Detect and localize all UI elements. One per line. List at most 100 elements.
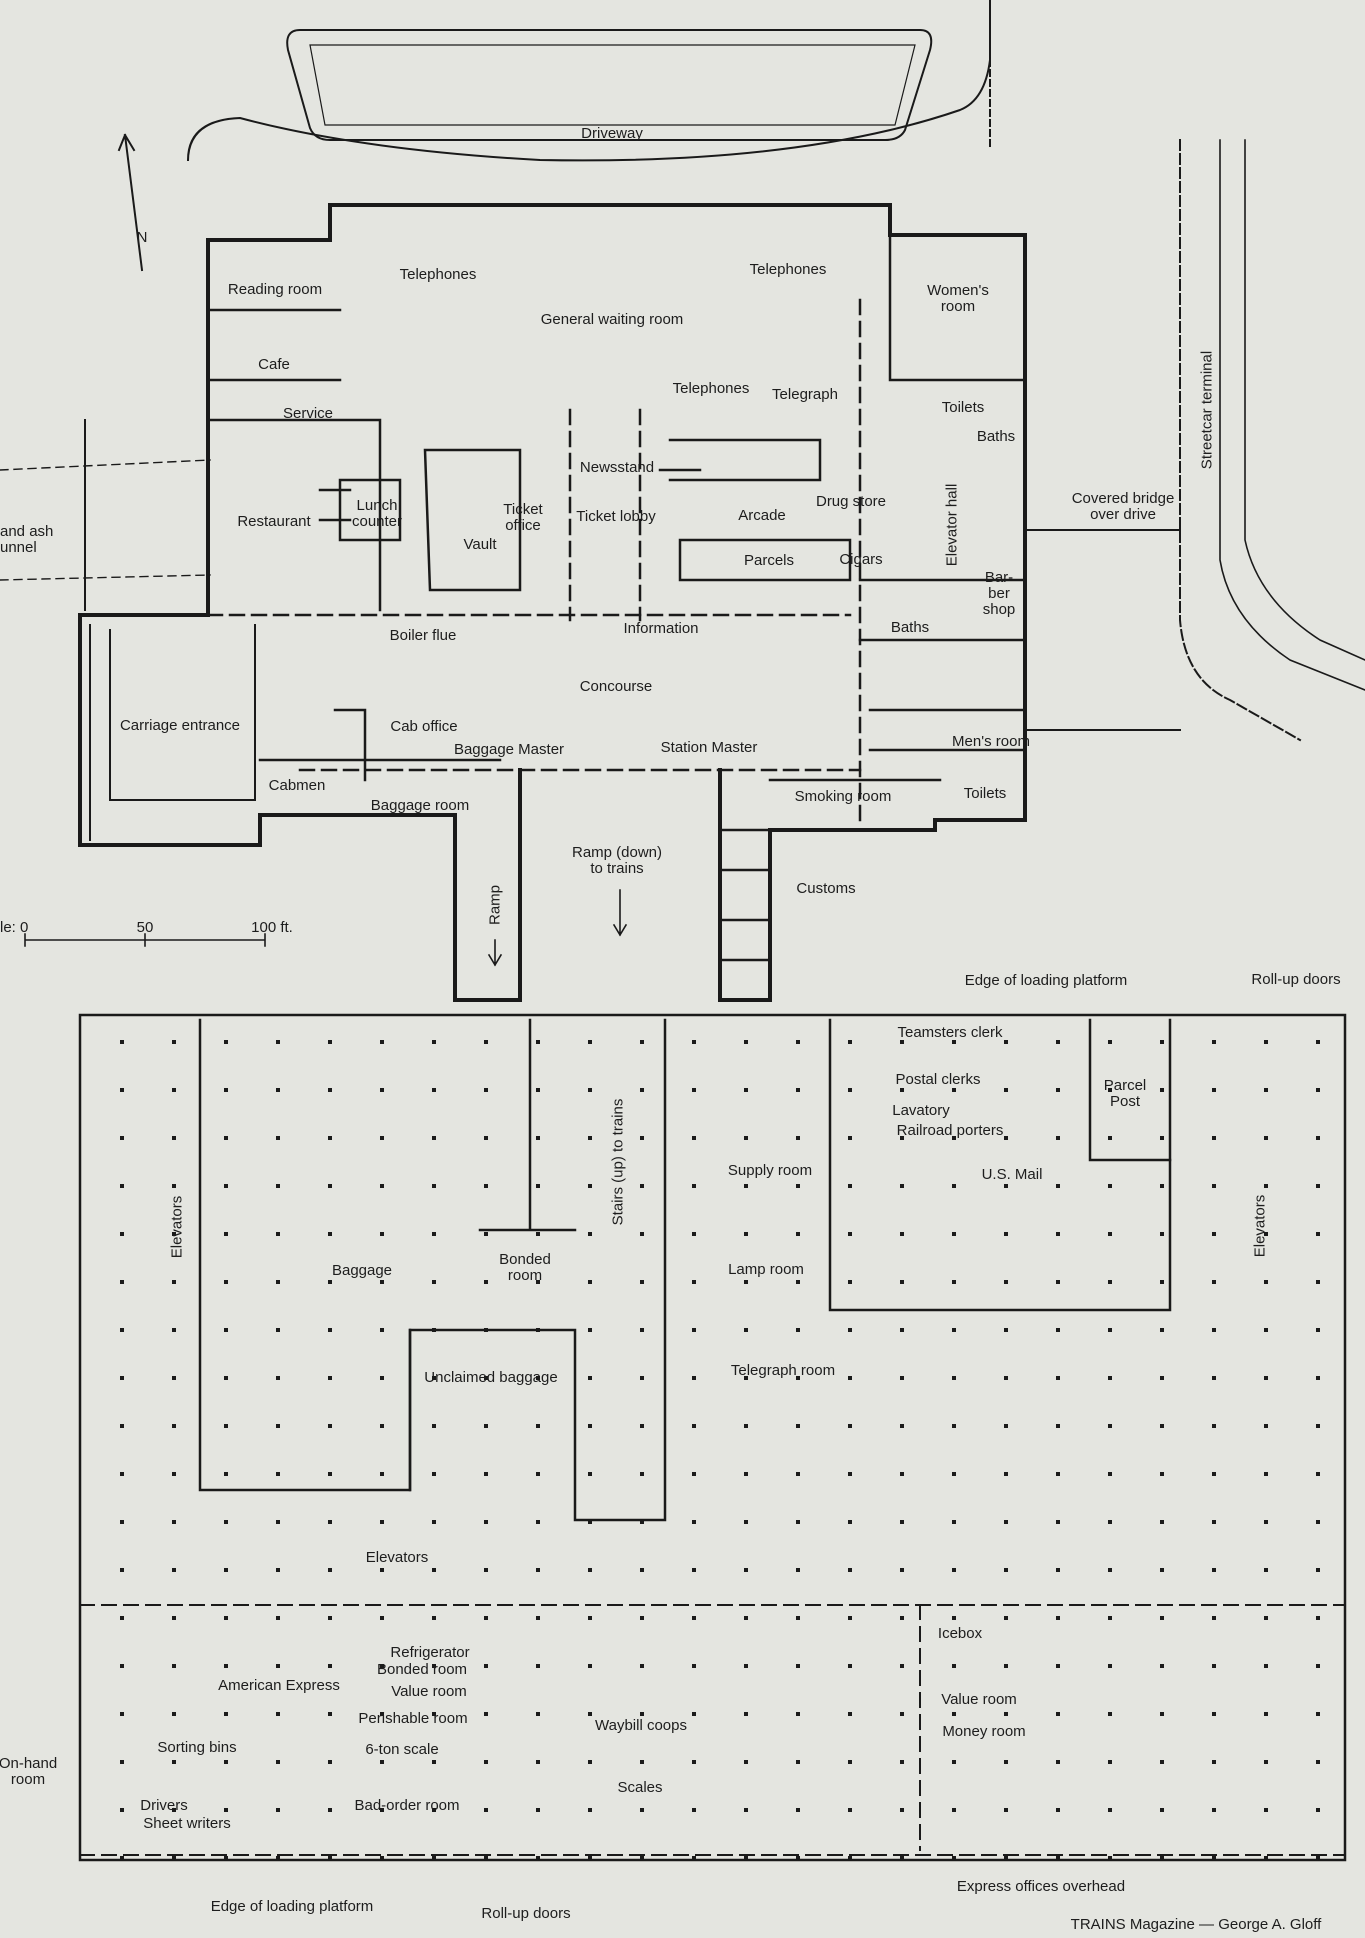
column-marker (1056, 1280, 1060, 1284)
baths-label-1: Baths (976, 428, 1016, 445)
column-marker (224, 1472, 228, 1476)
column-marker (1004, 1280, 1008, 1284)
column-marker (120, 1232, 124, 1236)
edge-loading-platform-top-label: Edge of loading platform (964, 972, 1128, 989)
column-marker (380, 1328, 384, 1332)
column-marker (900, 1088, 904, 1092)
stairs-up-label: Stairs (up) to trains (609, 1098, 627, 1226)
column-marker (692, 1232, 696, 1236)
column-marker (224, 1040, 228, 1044)
information-label: Information (623, 620, 699, 637)
concourse-label: Concourse (579, 678, 653, 695)
column-marker (640, 1472, 644, 1476)
column-marker (1004, 1088, 1008, 1092)
column-marker (1160, 1760, 1164, 1764)
column-marker (744, 1184, 748, 1188)
column-marker (328, 1808, 332, 1812)
column-marker (796, 1376, 800, 1380)
parcel-post-label: Parcel Post (1103, 1077, 1147, 1110)
column-marker (796, 1136, 800, 1140)
column-marker (1264, 1424, 1268, 1428)
column-marker (276, 1232, 280, 1236)
column-marker (1160, 1184, 1164, 1188)
column-marker (536, 1520, 540, 1524)
column-marker (380, 1040, 384, 1044)
column-marker (796, 1088, 800, 1092)
column-marker (484, 1616, 488, 1620)
column-marker (640, 1520, 644, 1524)
scale-50-label: 50 (136, 919, 154, 936)
column-marker (952, 1280, 956, 1284)
column-marker (1108, 1136, 1112, 1140)
telephones-label-3: Telephones (672, 380, 750, 397)
drug-store-label: Drug store (815, 493, 887, 510)
column-marker (328, 1712, 332, 1716)
column-marker (120, 1712, 124, 1716)
column-marker (276, 1424, 280, 1428)
column-marker (1056, 1664, 1060, 1668)
column-marker (432, 1808, 436, 1812)
cafe-label: Cafe (258, 356, 290, 373)
column-marker (484, 1472, 488, 1476)
column-marker (380, 1760, 384, 1764)
column-marker (276, 1328, 280, 1332)
money-room-label: Money room (942, 1723, 1026, 1740)
column-marker (1108, 1040, 1112, 1044)
column-marker (1160, 1664, 1164, 1668)
column-marker (1056, 1568, 1060, 1572)
column-marker (692, 1568, 696, 1572)
column-marker (1316, 1760, 1320, 1764)
telephones-label-1: Telephones (399, 266, 477, 283)
column-marker (744, 1568, 748, 1572)
column-marker (588, 1088, 592, 1092)
column-marker (640, 1664, 644, 1668)
north-arrow-label: N (136, 229, 148, 246)
column-marker (1056, 1808, 1060, 1812)
column-marker (172, 1136, 176, 1140)
column-marker (1212, 1664, 1216, 1668)
ramp-down-label: Ramp (down) to trains (571, 844, 663, 877)
column-marker (848, 1856, 852, 1860)
on-hand-room-label: On-hand room (0, 1755, 58, 1788)
column-marker (952, 1376, 956, 1380)
column-marker (640, 1616, 644, 1620)
column-marker (588, 1136, 592, 1140)
column-marker (640, 1712, 644, 1716)
column-marker (1056, 1136, 1060, 1140)
column-marker (432, 1376, 436, 1380)
column-marker (224, 1328, 228, 1332)
column-marker (172, 1040, 176, 1044)
column-marker (1056, 1712, 1060, 1716)
column-marker (952, 1808, 956, 1812)
column-marker (328, 1616, 332, 1620)
value-room-label-1: Value room (391, 1683, 467, 1700)
column-marker (484, 1280, 488, 1284)
column-marker (900, 1712, 904, 1716)
column-marker (536, 1664, 540, 1668)
column-marker (952, 1184, 956, 1188)
column-marker (432, 1328, 436, 1332)
column-marker (1264, 1040, 1268, 1044)
womens-room-label: Women's room (927, 282, 989, 315)
column-marker (900, 1376, 904, 1380)
column-marker (328, 1856, 332, 1860)
column-marker (276, 1472, 280, 1476)
column-marker (1264, 1712, 1268, 1716)
column-marker (120, 1568, 124, 1572)
express-offices-label: Express offices overhead (956, 1878, 1126, 1895)
column-marker (1160, 1616, 1164, 1620)
column-marker (640, 1568, 644, 1572)
column-marker (1160, 1856, 1164, 1860)
unclaimed-baggage-label: Unclaimed baggage (424, 1369, 558, 1386)
column-marker (692, 1712, 696, 1716)
column-marker (796, 1760, 800, 1764)
refrigerator-label: Refrigerator (390, 1644, 470, 1661)
column-marker (952, 1136, 956, 1140)
column-marker (484, 1040, 488, 1044)
column-marker (692, 1520, 696, 1524)
column-marker (1264, 1376, 1268, 1380)
column-marker (952, 1088, 956, 1092)
column-marker (848, 1232, 852, 1236)
column-marker (692, 1088, 696, 1092)
sorting-bins-label: Sorting bins (157, 1739, 237, 1756)
